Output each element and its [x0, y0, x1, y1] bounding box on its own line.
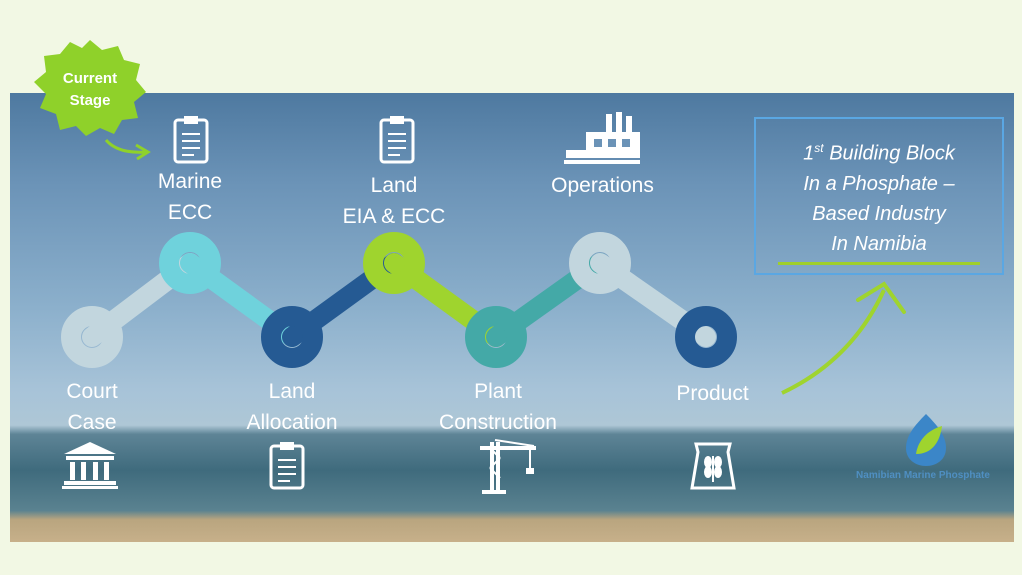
company-logo-text: Namibian Marine Phosphate	[856, 470, 990, 481]
milestone-label-plant-construction: Plant Construction	[439, 380, 557, 434]
factory-icon	[564, 112, 640, 164]
clipboard-icon	[269, 442, 305, 490]
green-arrow-head	[856, 281, 906, 314]
grain-sack-icon	[690, 442, 736, 490]
milestone-label-product: Product	[676, 382, 749, 405]
tagline-line1-number: 1	[803, 142, 815, 165]
leaf-drop-icon	[906, 414, 946, 466]
milestone-ring-court-case	[61, 306, 123, 368]
courthouse-icon	[62, 442, 118, 489]
tagline-underline	[778, 262, 980, 265]
milestone-label-operations: Operations	[551, 174, 654, 197]
current-stage-badge: Current Stage	[30, 38, 150, 138]
tagline-box: 1st Building Block In a Phosphate – Base…	[754, 117, 1004, 275]
crane-icon	[480, 439, 536, 494]
milestone-label-court-case: Court Case	[66, 380, 118, 434]
clipboard-icon	[173, 116, 209, 164]
milestone-ring-plant-construction	[465, 306, 527, 368]
tagline-text: 1st Building Block In a Phosphate – Base…	[756, 133, 1002, 259]
clipboard-icon	[379, 116, 415, 164]
milestone-ring-product	[675, 306, 737, 368]
stage-pointer-arrow-head	[135, 143, 151, 161]
milestone-label-land-eia-ecc: Land EIA & ECC	[342, 174, 446, 228]
green-arrow	[781, 289, 886, 395]
tagline-line1-superscript: st	[814, 141, 824, 155]
tagline-line1-rest: Building Block	[823, 142, 955, 165]
stage-pointer-arrow	[104, 138, 147, 154]
milestone-label-marine-ecc: Marine ECC	[157, 170, 223, 224]
milestone-ring-land-eia	[363, 232, 425, 294]
tagline-remaining-lines: In a Phosphate – Based Industry In Namib…	[803, 172, 955, 255]
milestone-label-land-allocation: Land Allocation	[246, 380, 338, 434]
milestone-ring-marine-ecc	[159, 232, 221, 294]
current-stage-label: Current Stage	[62, 70, 118, 109]
milestone-ring-operations	[569, 232, 631, 294]
milestone-ring-land-allocation	[261, 306, 323, 368]
badge-star-shape	[34, 40, 146, 136]
